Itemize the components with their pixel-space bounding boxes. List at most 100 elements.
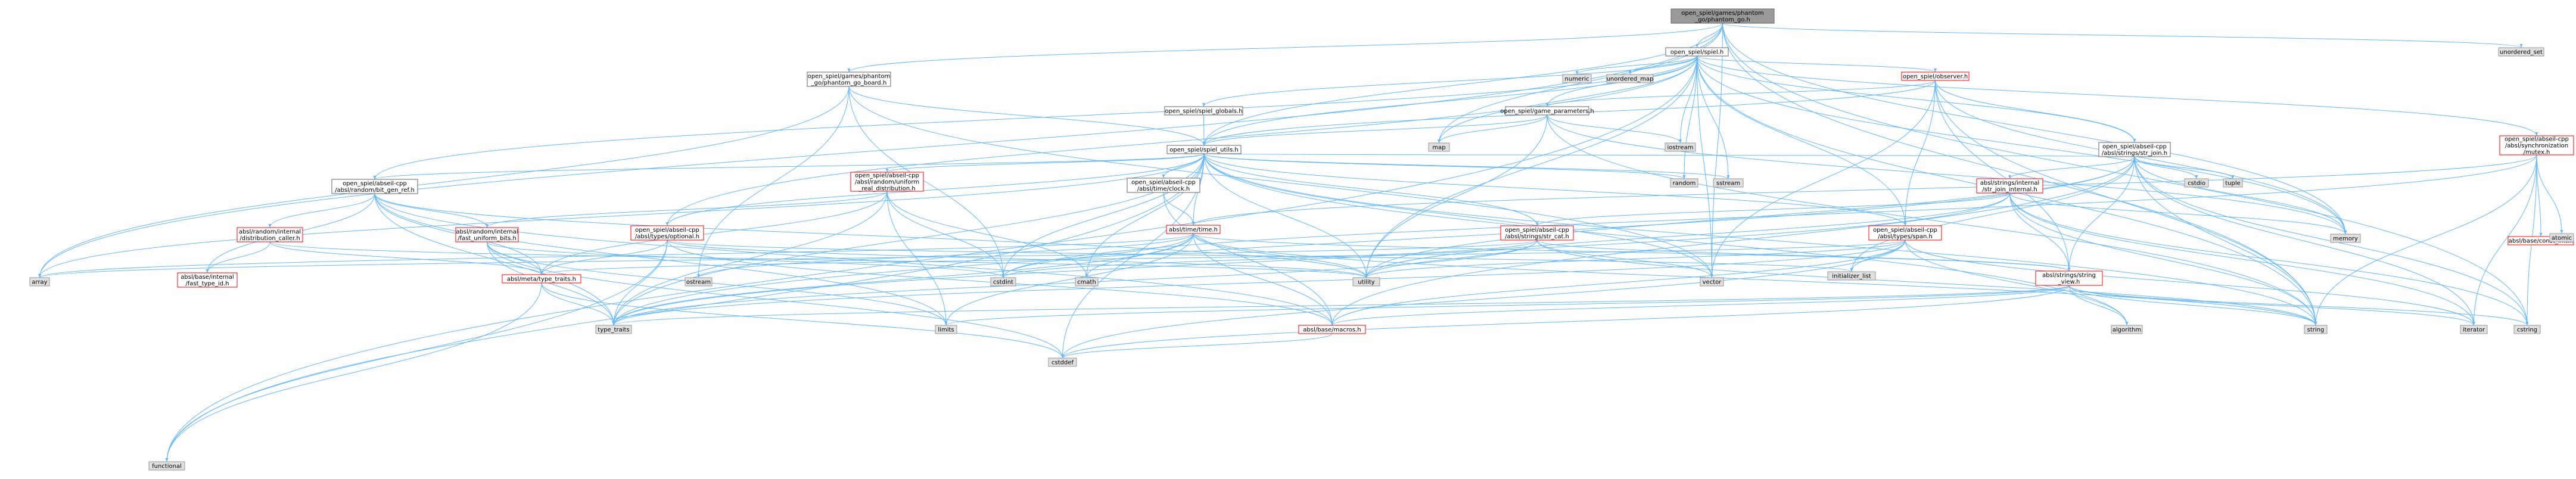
edge-str-join-internal-to-iterator <box>2009 192 2475 326</box>
node-utility: utility <box>1352 277 1380 287</box>
edge-str-join-internal-to-string-view <box>2009 192 2071 272</box>
node-box <box>807 71 891 87</box>
node-str-join-internal[interactable]: absl/strings/internal/str_join_internal.… <box>1976 178 2043 194</box>
node-string-view[interactable]: absl/strings/string_view.h <box>2035 270 2103 286</box>
edge-str-cat-to-string-view <box>1536 240 2071 272</box>
edge-bit-gen-ref-to-distribution-caller <box>268 193 375 228</box>
node-numeric: numeric <box>1562 74 1592 83</box>
node-string: string <box>2304 325 2328 334</box>
node-clock[interactable]: open_spiel/abseil-cpp/absl/time/clock.h <box>1127 178 1200 193</box>
node-box <box>455 227 519 242</box>
edge-uniform-real-to-type-traits-h <box>540 191 888 275</box>
node-box <box>1166 145 1242 154</box>
edge-observer-to-str-join <box>1935 80 2136 143</box>
node-label: numeric <box>1565 76 1589 83</box>
edge-game-params-to-utility <box>1365 114 1548 278</box>
node-time[interactable]: absl/time/time.h <box>1166 225 1221 234</box>
node-box <box>2499 135 2574 155</box>
edge-game-params-to-spiel-utils <box>1202 114 1548 146</box>
node-label: open_spiel/abseil-cpp <box>635 227 699 234</box>
node-label: absl/meta/type_traits.h <box>507 276 576 283</box>
edge-str-join-internal-to-memory <box>2009 192 2347 235</box>
edge-string-view-to-algorithm <box>2068 285 2129 326</box>
node-uniform-real[interactable]: open_spiel/abseil-cpp/absl/random/unifor… <box>850 172 924 192</box>
edge-str-cat-to-utility <box>1365 240 1538 278</box>
node-label: ostream <box>686 279 711 286</box>
edge-spiel-to-str-join <box>1697 55 2136 143</box>
edge-spiel-utils-to-cmath <box>1085 153 1205 278</box>
node-box <box>1562 74 1592 83</box>
node-mutex[interactable]: open_spiel/abseil-cpp/absl/synchronizati… <box>2499 135 2574 156</box>
edge-bit-gen-ref-to-limits <box>374 193 948 326</box>
edge-spiel-to-map <box>1438 55 1697 144</box>
edge-root-to-spiel-utils <box>1202 23 1723 146</box>
node-str-cat[interactable]: open_spiel/abseil-cpp/absl/strings/str_c… <box>1500 225 1574 241</box>
node-root[interactable]: open_spiel/games/phantom_go/phantom_go.h <box>1670 8 1775 24</box>
node-optional[interactable]: open_spiel/abseil-cpp/absl/types/optiona… <box>630 225 704 241</box>
node-box <box>177 272 238 288</box>
edge-str-join-to-cstdio <box>2134 156 2198 179</box>
node-macros[interactable]: absl/base/macros.h <box>1298 325 1366 334</box>
node-bit-gen-ref[interactable]: open_spiel/abseil-cpp/absl/random/bit_ge… <box>331 179 418 194</box>
node-cstdint: cstdint <box>990 277 1016 287</box>
edge-spiel-utils-to-str-join <box>1203 153 2135 157</box>
node-type-traits-h[interactable]: absl/meta/type_traits.h <box>502 274 581 284</box>
edge-str-join-to-tuple <box>2134 156 2235 179</box>
node-fast-uniform-bits[interactable]: absl/random/internal/fast_uniform_bits.h <box>455 227 519 242</box>
node-memory: memory <box>2330 234 2361 243</box>
node-box <box>29 277 50 287</box>
node-label: cstddef <box>1051 360 1074 366</box>
node-label: /absl/strings/str_join.h <box>2102 150 2167 157</box>
edge-str-cat-to-array <box>38 240 1538 278</box>
node-globals[interactable]: open_spiel/spiel_globals.h <box>1164 106 1243 116</box>
node-label: utility <box>1358 279 1375 286</box>
node-map: map <box>1428 142 1450 152</box>
node-pgboard[interactable]: open_spiel/games/phantom_go/phantom_go_b… <box>807 71 891 87</box>
node-random: random <box>1670 178 1698 188</box>
node-label: vector <box>1703 279 1722 286</box>
node-fast-type-id[interactable]: absl/base/internal/fast_type_id.h <box>177 272 238 288</box>
node-box <box>1298 325 1366 334</box>
edge-pgboard-to-array <box>38 86 850 278</box>
edge-span-to-iterator <box>1905 240 2475 326</box>
node-label: _view.h <box>2058 279 2080 285</box>
edge-pgboard-to-spiel-utils <box>848 86 1206 146</box>
node-initializer-list: initializer_list <box>1827 271 1876 281</box>
node-algorithm: algorithm <box>2111 325 2143 334</box>
node-box <box>630 225 704 241</box>
node-label: map <box>1432 145 1445 151</box>
node-distribution-caller[interactable]: absl/random/internal/distribution_caller… <box>237 227 303 242</box>
edge-game-params-to-memory <box>1547 114 2347 235</box>
node-game-params[interactable]: open_spiel/game_parameters.h <box>1500 106 1594 116</box>
edge-root-to-spiel <box>1695 23 1723 48</box>
node-cmath: cmath <box>1075 277 1099 287</box>
node-box <box>990 277 1016 287</box>
edge-fast-uniform-bits-to-type-traits <box>487 241 615 326</box>
node-box <box>2111 325 2143 334</box>
node-label: limits <box>938 327 954 334</box>
node-label: /mutex.h <box>2524 150 2550 156</box>
node-observer[interactable]: open_spiel/observer.h <box>1901 71 1970 81</box>
node-spiel[interactable]: open_spiel/spiel.h <box>1665 47 1729 57</box>
edge-str-join-to-string <box>2134 156 2317 326</box>
node-label: string <box>2307 327 2325 334</box>
edge-macros-to-cstddef <box>1061 333 1333 359</box>
node-box <box>1352 277 1380 287</box>
node-box <box>2330 234 2361 243</box>
node-unordered-set: unordered_set <box>2498 47 2544 57</box>
edge-observer-to-span <box>1903 80 1936 226</box>
edge-spiel-utils-to-uniform-real <box>885 153 1205 173</box>
node-spiel-utils[interactable]: open_spiel/spiel_utils.h <box>1166 145 1242 154</box>
edge-pgboard-to-cstdint <box>848 86 1005 278</box>
node-box <box>1048 357 1077 367</box>
node-label: sstream <box>1716 181 1740 187</box>
node-span[interactable]: open_spiel/abseil-cpp/absl/types/span.h <box>1868 225 1942 241</box>
node-label: open_spiel/abseil-cpp <box>1505 227 1569 234</box>
edge-spiel-to-functional <box>165 55 1697 462</box>
node-box <box>2513 325 2541 334</box>
node-str-join[interactable]: open_spiel/abseil-cpp/absl/strings/str_j… <box>2098 142 2171 157</box>
node-functional: functional <box>148 461 185 471</box>
edge-time-to-ostream <box>697 233 1194 278</box>
node-box <box>1868 225 1942 241</box>
